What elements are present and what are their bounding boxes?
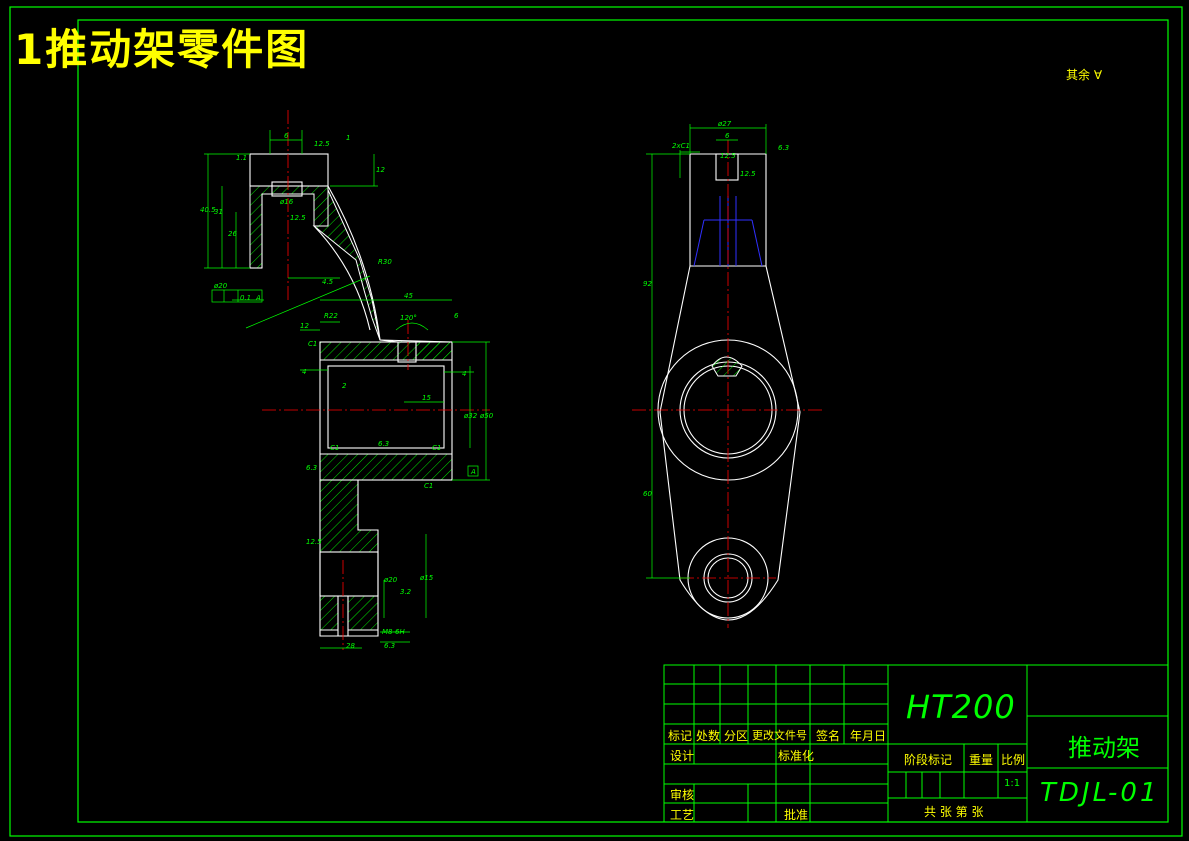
inner-border	[77, 19, 1169, 823]
dim-left-13: 0.1	[240, 294, 251, 302]
section-hatch-hub-top	[319, 341, 453, 361]
tb-review: 审核	[670, 788, 695, 802]
dim-left-38: M8-6H	[382, 628, 405, 636]
dim-left-36: ø15	[419, 574, 434, 582]
section-hatch-arm	[312, 189, 453, 361]
section-view: 6 12.5 1 12 1.1 40.5 31 26 ø16 12.5 R30 …	[200, 110, 494, 650]
title-block-grid	[663, 664, 1169, 823]
dim-left-33: 6.3	[306, 464, 317, 472]
drawing-title: 1推动架零件图	[14, 25, 310, 74]
tb-weight: 重量	[969, 753, 994, 767]
dim-left-8: 26	[228, 230, 237, 238]
key-section-hatch	[711, 356, 743, 377]
dim-left-31: C1	[424, 482, 433, 490]
tb-scale-value: 1:1	[1004, 778, 1021, 789]
roughness-note: 其余 ∀	[1066, 66, 1102, 83]
dim-right-4: 6.3	[778, 144, 789, 152]
front-view: ø27 6 2xC1 6.3 12.5 12.5 92 60	[632, 120, 822, 628]
tb-standardize: 标准化	[778, 749, 815, 763]
dim-left-4: 12	[376, 166, 385, 174]
tb-header-sign: 签名	[816, 729, 841, 743]
section-hatch-foot	[319, 595, 379, 631]
tb-header-zone: 分区	[724, 729, 749, 743]
dim-left-30: C1	[432, 444, 441, 452]
title-block-part-name: 推动架	[1068, 734, 1140, 762]
tb-design: 设计	[670, 749, 695, 763]
tb-stage-mark: 阶段标记	[904, 753, 953, 767]
tb-approve: 批准	[784, 808, 809, 822]
roughness-symbol-icon: ∀	[1093, 68, 1103, 82]
dim-left-24: 2	[342, 382, 347, 390]
dim-left-9: ø16	[279, 198, 294, 206]
roughness-note-text: 其余	[1066, 68, 1091, 82]
dim-right-5: 12.5	[720, 152, 736, 160]
tb-process: 工艺	[670, 808, 695, 822]
tb-header-date: 年月日	[850, 729, 887, 743]
dim-right-7: 92	[643, 280, 652, 288]
dim-left-37: ø20	[383, 576, 398, 584]
dim-left-27: ø50	[479, 412, 494, 420]
tb-header-count: 处数	[696, 729, 721, 743]
dim-left-1: 6	[284, 132, 289, 140]
tb-scale-label: 比例	[1001, 753, 1026, 767]
dim-left-6: 40.5	[200, 206, 216, 214]
dim-left-22: 4	[302, 368, 306, 376]
front-view-outline	[659, 153, 801, 621]
section-hatch-hub-bottom	[319, 453, 453, 553]
dim-right-3: 2xC1	[672, 142, 690, 150]
dim-left-29: C1	[330, 444, 339, 452]
dim-left-14: A	[255, 294, 261, 302]
dim-left-17: C1	[308, 340, 317, 348]
dim-left-2: 12.5	[314, 140, 330, 148]
dim-left-35: 3.2	[400, 588, 412, 596]
dim-right-2: 6	[725, 132, 730, 140]
dim-left-23: 4	[462, 370, 466, 378]
tb-header-change-doc: 更改文件号	[752, 729, 807, 742]
dim-left-7: 31	[214, 208, 223, 216]
dim-left-15: 4.5	[322, 278, 334, 286]
dim-left-16: 12	[300, 322, 309, 330]
title-block-material: HT200	[906, 688, 1016, 726]
dim-right-8: 60	[643, 490, 652, 498]
dim-left-5: 1.1	[236, 154, 247, 162]
dim-left-28: 6.3	[378, 440, 389, 448]
dim-right-1: ø27	[717, 120, 732, 128]
dim-left-32: A	[470, 468, 476, 476]
tb-sheets: 共 张 第 张	[924, 805, 984, 819]
dim-left-10: 12.5	[290, 214, 306, 222]
dim-left-34: 12.5	[306, 538, 322, 546]
dim-left-18: R22	[324, 312, 338, 320]
title-block-drawing-number: TDJL-01	[1040, 778, 1160, 808]
dim-left-3: 1	[346, 134, 350, 142]
tb-header-mark: 标记	[668, 729, 693, 743]
dim-left-12: ø20	[213, 282, 228, 290]
dim-left-25: 15	[422, 394, 431, 402]
dim-left-19: 45	[404, 292, 413, 300]
dim-right-6: 12.5	[740, 170, 756, 178]
outer-border	[9, 6, 1183, 837]
dim-left-39: 28	[346, 642, 355, 650]
dim-left-21: 6	[454, 312, 459, 320]
dim-left-20: 120°	[400, 314, 417, 322]
dim-left-26: ø32	[463, 412, 478, 420]
dim-left-40: 6.3	[384, 642, 395, 650]
dim-left-11: R30	[378, 258, 392, 266]
